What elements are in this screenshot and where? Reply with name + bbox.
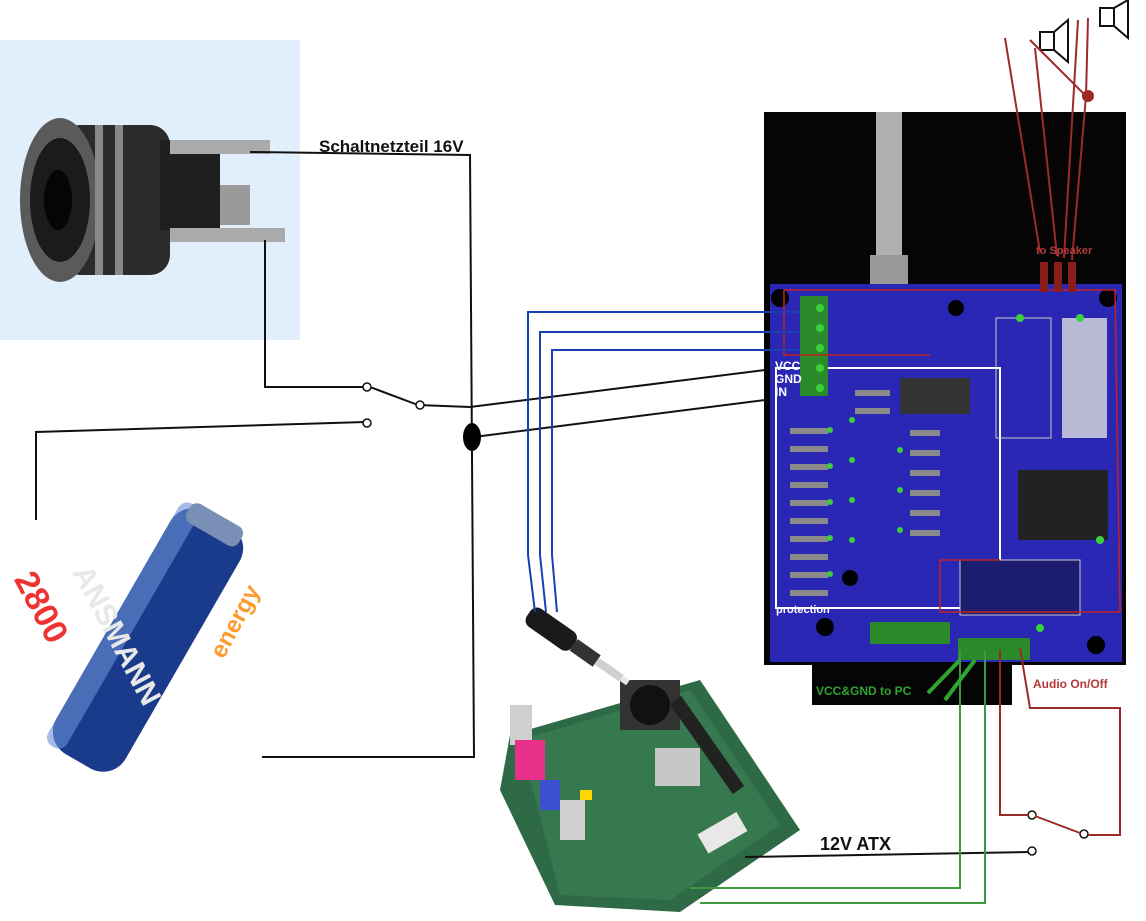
speaker-terminal-pins <box>1040 262 1076 292</box>
black-wires <box>35 151 1031 858</box>
resistor-array <box>790 390 940 596</box>
vcc-label: VCC <box>775 359 801 373</box>
protection-label: protection <box>776 604 830 616</box>
switch-contacts <box>362 382 1089 856</box>
to-speaker-label: to Speaker <box>1036 245 1093 257</box>
input-pin-labels: VCC GND IN <box>775 360 802 399</box>
mainboard-image <box>500 680 800 912</box>
in-label: IN <box>775 385 787 399</box>
amplifier-board <box>764 112 1126 705</box>
power-supply-label: Schaltnetzteil 16V <box>319 137 464 156</box>
green-leads <box>926 658 977 702</box>
gnd-label: GND <box>775 372 802 386</box>
speaker-icon <box>1039 0 1129 65</box>
battery-image <box>47 502 244 772</box>
audio-plug-image <box>525 607 630 686</box>
audio-onoff-label: Audio On/Off <box>1033 677 1108 691</box>
atx-label: 12V ATX <box>820 834 892 854</box>
dc-jack-image <box>0 40 300 340</box>
pad-dots <box>816 304 1104 632</box>
vcc-gnd-pc-label: VCC&GND to PC <box>816 684 912 698</box>
junction-node <box>463 423 481 451</box>
green-wires <box>690 650 986 904</box>
speaker-junction <box>1082 90 1094 102</box>
blue-wires <box>527 311 800 613</box>
